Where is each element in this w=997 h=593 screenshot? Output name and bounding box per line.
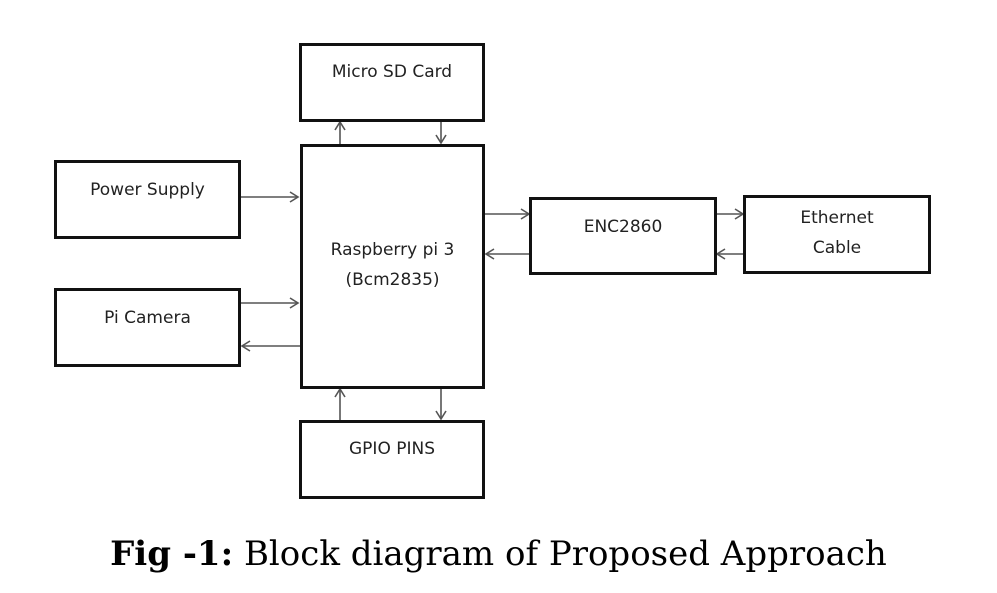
enc2860-label: ENC2860 <box>583 217 663 237</box>
arrowhead-pi-to-gpio <box>435 410 447 421</box>
figure-caption-text: Block diagram of Proposed Approach <box>233 534 887 574</box>
micro-sd-card-label: Micro SD Card <box>331 62 453 82</box>
arrowhead-power-to-pi <box>289 191 300 203</box>
enc2860-block: ENC2860 <box>529 197 717 275</box>
ethernet-label: Ethernet <box>800 208 874 228</box>
cable-label: Cable <box>812 238 862 258</box>
figure-caption: Fig -1: Block diagram of Proposed Approa… <box>0 534 997 574</box>
arrowhead-camera-to-pi <box>289 297 300 309</box>
gpio-pins-block: GPIO PINS <box>299 420 485 499</box>
pi-camera-label: Pi Camera <box>104 308 191 328</box>
arrowhead-ethernet-to-enc <box>715 248 726 260</box>
power-supply-block: Power Supply <box>54 160 241 239</box>
arrowhead-pi-to-camera <box>240 340 251 352</box>
micro-sd-card-block: Micro SD Card <box>299 43 485 122</box>
raspberry-pi-label: Raspberry pi 3 <box>330 240 455 260</box>
ethernet-cable-block: Ethernet Cable <box>743 195 931 274</box>
arrowhead-pi-to-sd <box>334 120 346 131</box>
raspberry-pi-chip-label: (Bcm2835) <box>345 270 440 290</box>
arrowhead-gpio-to-pi <box>334 387 346 398</box>
figure-caption-label: Fig -1: <box>110 534 234 574</box>
power-supply-label: Power Supply <box>90 180 205 200</box>
gpio-pins-label: GPIO PINS <box>349 439 435 459</box>
arrowhead-enc-to-pi <box>484 248 495 260</box>
raspberry-pi-block: Raspberry pi 3 (Bcm2835) <box>300 144 485 389</box>
pi-camera-block: Pi Camera <box>54 288 241 367</box>
arrowhead-sd-to-pi <box>435 134 447 145</box>
